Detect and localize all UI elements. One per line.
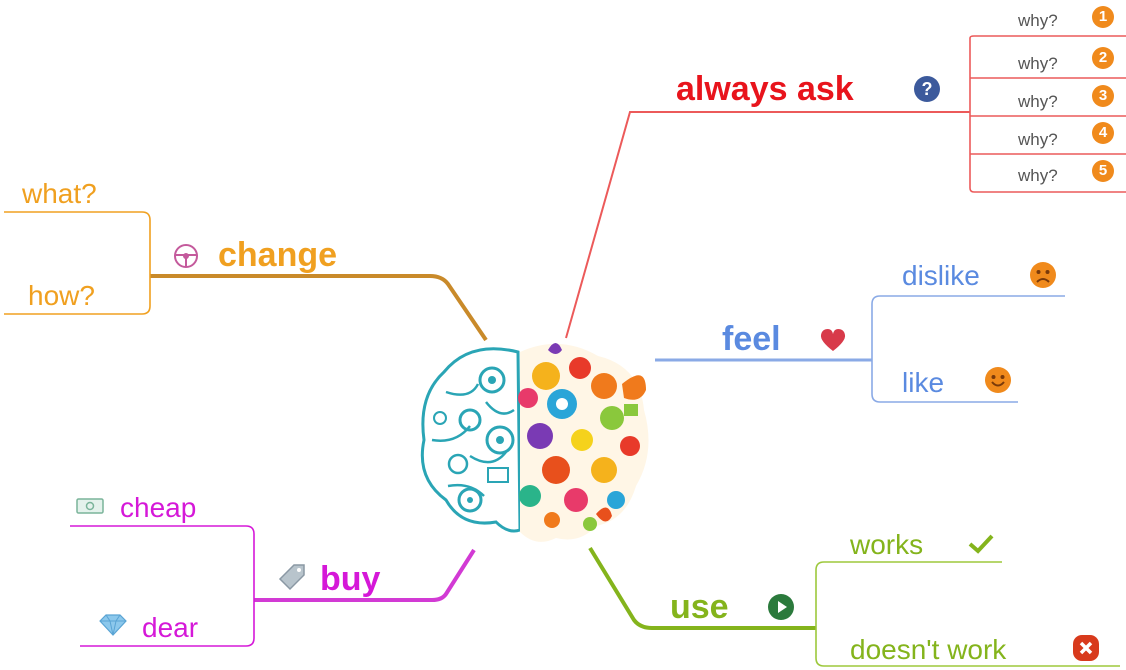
cross-icon [1073,635,1099,661]
dear-label[interactable]: dear [142,612,199,643]
checkmark-icon [968,534,994,554]
smiley-face-icon [985,367,1011,393]
brain-illustration [420,343,649,542]
price-tag-icon [278,564,305,591]
why-item-1-label[interactable]: why? [1018,11,1058,30]
why-item-4-label[interactable]: why? [1018,130,1058,149]
change-branch-line [150,274,488,342]
dislike-label[interactable]: dislike [902,260,980,291]
number-5-badge: 5 [1092,160,1114,182]
works-label[interactable]: works [850,529,924,560]
cheap-label[interactable]: cheap [120,492,197,523]
buy-sub-lines [70,525,255,647]
use-topic[interactable]: use [670,588,729,626]
question-icon: ? [914,76,940,102]
feel-sub-lines [871,295,1065,403]
what-label[interactable]: what? [22,178,97,209]
why-item-2-label[interactable]: why? [1018,54,1058,73]
why-item-5-label[interactable]: why? [1018,166,1058,185]
buy-branch-line [254,548,476,602]
heart-icon [820,329,846,351]
number-3-badge: 3 [1092,85,1114,107]
always-ask-sub-lines [969,35,1126,193]
steering-wheel-icon [174,244,198,268]
number-4-badge: 4 [1092,122,1114,144]
money-icon [76,498,104,514]
always-ask-branch-line [565,111,970,339]
like-label[interactable]: like [902,367,945,398]
change-sub-lines [4,211,151,315]
number-1-badge: 1 [1092,6,1114,28]
feel-topic[interactable]: feel [722,320,781,358]
buy-topic[interactable]: buy [320,560,381,598]
use-sub-lines [815,561,1120,667]
always-ask-topic[interactable]: always ask [676,70,854,108]
change-topic[interactable]: change [218,236,338,274]
how-label[interactable]: how? [28,280,95,311]
number-2-badge: 2 [1092,47,1114,69]
diamond-icon [99,614,127,636]
play-icon [768,594,794,620]
doesnt-work-label[interactable]: doesn't work [850,634,1007,665]
why-item-3-label[interactable]: why? [1018,92,1058,111]
sad-face-icon [1030,262,1056,288]
svg-text:?: ? [922,79,933,99]
use-branch-line [588,546,816,630]
